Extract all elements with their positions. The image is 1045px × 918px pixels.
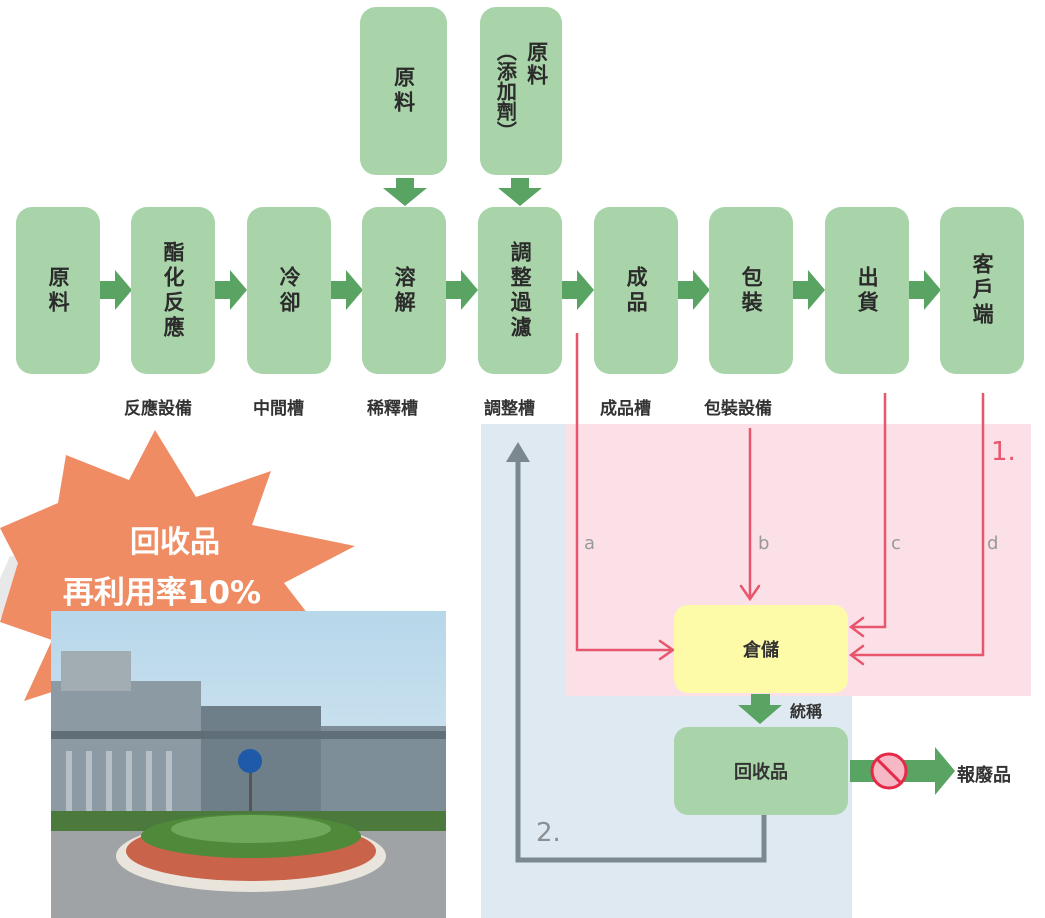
storage-box: 倉儲 <box>674 605 848 693</box>
zone-label-1: 1. <box>991 437 1016 467</box>
return-line-d <box>852 393 985 657</box>
flow-letter-b: b <box>758 533 770 554</box>
arrow-process-7 <box>793 270 825 310</box>
arrow-process-2 <box>215 270 247 310</box>
arrow-process-8 <box>909 270 941 310</box>
prohibited-icon <box>870 752 908 790</box>
recycled-box: 回收品 <box>674 727 848 815</box>
factory-photo <box>51 611 446 918</box>
flow-letter-c: c <box>891 533 901 554</box>
label-scrap: 報廢品 <box>957 765 1011 786</box>
recycle-return-arrowhead <box>506 442 530 462</box>
process-cooling: 冷卻 <box>247 207 331 374</box>
process-packaging: 包裝 <box>709 207 793 374</box>
burst-text-line1: 回收品 <box>130 525 220 560</box>
zone-label-2: 2. <box>536 818 561 848</box>
process-raw-material: 原料 <box>16 207 100 374</box>
arrow-process-5 <box>562 270 594 310</box>
input-raw-material: 原料 <box>360 7 447 175</box>
process-finished-product: 成品 <box>594 207 678 374</box>
process-customer: 客戶端 <box>940 207 1024 374</box>
label-intermediate-tank: 中間槽 <box>253 399 304 419</box>
recycle-return-line <box>515 460 767 863</box>
return-arrowheads <box>658 584 865 666</box>
arrow-process-4 <box>446 270 478 310</box>
arrow-raw-to-dissolve <box>383 178 427 206</box>
process-shipping: 出貨 <box>825 207 909 374</box>
arrow-storage-to-recycled <box>738 694 782 724</box>
arrow-process-6 <box>678 270 710 310</box>
process-esterification: 酯化反應 <box>131 207 215 374</box>
label-adjust-tank: 調整槽 <box>484 399 535 419</box>
return-lines <box>575 333 985 657</box>
burst-text-line2: 再利用率10% <box>62 575 262 611</box>
label-packaging-equipment: 包裝設備 <box>704 399 772 419</box>
process-dissolving: 溶解 <box>362 207 446 374</box>
arrow-additive-to-adjust <box>498 178 542 206</box>
return-line-c <box>852 393 887 629</box>
flow-letter-a: a <box>584 533 596 554</box>
arrow-process-1 <box>100 270 132 310</box>
process-arrows <box>100 270 941 310</box>
label-product-tank: 成品槽 <box>600 399 651 419</box>
flow-letter-d: d <box>987 533 999 554</box>
label-unify: 統稱 <box>790 702 823 721</box>
return-line-a <box>575 333 672 652</box>
process-conditioning-filter: 調整過濾 <box>478 207 562 374</box>
label-reactor: 反應設備 <box>124 399 192 419</box>
label-dilution-tank: 稀釋槽 <box>367 399 418 419</box>
input-raw-material-additive: 原料 （添加劑） <box>480 7 562 175</box>
arrow-process-3 <box>331 270 363 310</box>
